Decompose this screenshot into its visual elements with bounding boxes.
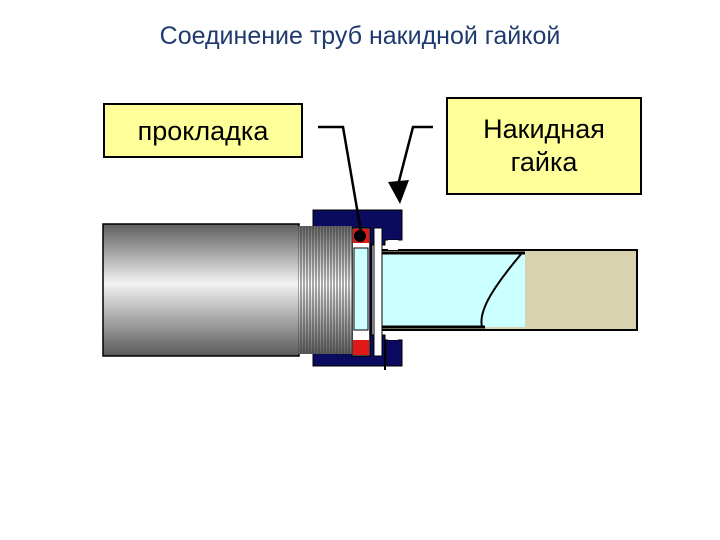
union-nut-label-line1: Накидная xyxy=(483,114,605,144)
gasket-pointer-arrow xyxy=(318,125,366,242)
right-pipe xyxy=(374,249,638,331)
union-nut-label-line2: гайка xyxy=(510,147,578,177)
diagram-title: Соединение труб накидной гайкой xyxy=(159,22,561,50)
pipe-thread xyxy=(298,226,352,354)
union-nut-label: Накидная гайка xyxy=(446,97,642,195)
gasket xyxy=(351,227,383,357)
gasket-label: прокладка xyxy=(103,103,303,158)
union-nut-pointer-arrow xyxy=(388,125,433,204)
left-pipe xyxy=(102,223,300,357)
